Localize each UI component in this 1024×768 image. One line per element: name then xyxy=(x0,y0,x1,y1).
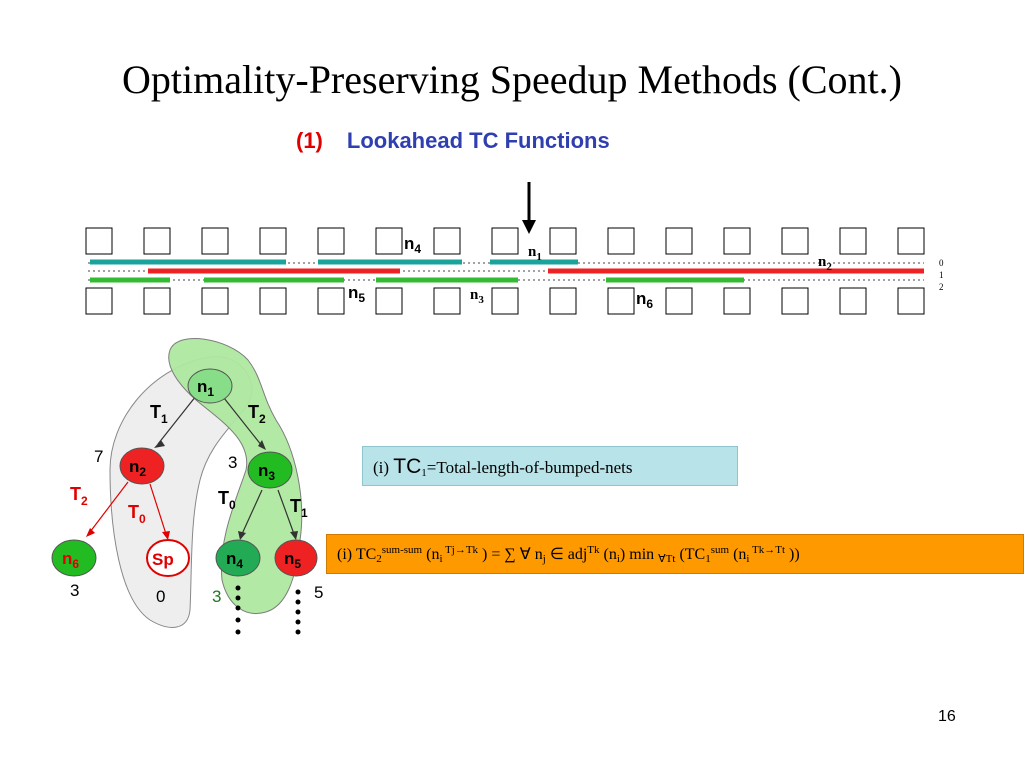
cost-n4: 3 xyxy=(212,587,221,606)
pin-box xyxy=(85,287,113,315)
pointer-arrow-head xyxy=(522,220,536,234)
node-sp xyxy=(146,539,190,577)
continuation-dots-n5 xyxy=(295,589,301,635)
edge-n2-n6 xyxy=(89,481,129,533)
edge-n3-n4-arrow xyxy=(238,531,246,540)
pin-box xyxy=(317,287,345,315)
pin-box xyxy=(665,227,693,255)
node-n3 xyxy=(247,451,293,489)
pin-box xyxy=(491,287,519,315)
edge-n2-sp xyxy=(149,483,167,535)
channel-diagram: n4 n1 n2 n5 n3 n6 0 1 2 xyxy=(85,182,944,315)
edge-label-T0-n3: T0 xyxy=(218,488,236,512)
page-number: 16 xyxy=(938,708,956,725)
edge-n1-n2 xyxy=(157,395,197,445)
edge-n1-n3-arrow xyxy=(258,440,266,450)
pin-box xyxy=(897,287,925,315)
pin-box xyxy=(549,287,577,315)
net-label-n4: n4 xyxy=(404,234,421,256)
pin-box xyxy=(259,227,287,255)
green-region xyxy=(168,338,303,614)
node-n2 xyxy=(119,447,165,485)
subtitle-text: Lookahead TC Functions xyxy=(346,128,610,153)
track-label-0: 0 xyxy=(939,258,944,268)
node-n4 xyxy=(215,539,261,577)
net-label-n6: n6 xyxy=(636,289,653,311)
node-n5 xyxy=(274,539,318,577)
node-n1 xyxy=(187,368,233,404)
track-label-1: 1 xyxy=(939,270,944,280)
pin-box xyxy=(607,287,635,315)
pin-box xyxy=(723,287,751,315)
edge-n2-n6-arrow xyxy=(86,528,95,537)
pin-box xyxy=(433,227,461,255)
pin-box xyxy=(201,287,229,315)
node-sp-label: Sp xyxy=(152,550,174,569)
edge-n2-sp-arrow xyxy=(162,531,170,540)
cost-sp: 0 xyxy=(156,587,165,606)
pin-box xyxy=(781,287,809,315)
pin-box xyxy=(433,287,461,315)
pin-box xyxy=(491,227,519,255)
cost-n5: 5 xyxy=(314,583,323,602)
bottom-pin-row xyxy=(85,287,925,315)
edge-n3-n5-arrow xyxy=(290,531,298,540)
pin-box xyxy=(143,227,171,255)
node-n6 xyxy=(51,539,97,577)
pin-box xyxy=(259,287,287,315)
top-pin-row xyxy=(85,227,925,255)
subtitle-number: (1) xyxy=(296,128,323,153)
formula-tc2-box: (i) TC2sum-sum (ni Tj→Tk ) = ∑ ∀ nj ∈ ad… xyxy=(326,534,1024,574)
track-label-2: 2 xyxy=(939,282,944,292)
pin-box xyxy=(781,227,809,255)
edge-label-T2-n2: T2 xyxy=(70,484,88,508)
pin-box xyxy=(607,227,635,255)
slide-title: Optimality-Preserving Speedup Methods (C… xyxy=(122,57,902,102)
cost-n2: 7 xyxy=(94,447,103,466)
net-label-n3: n3 xyxy=(470,287,484,306)
pin-box xyxy=(85,227,113,255)
pin-box xyxy=(839,287,867,315)
pin-box xyxy=(317,227,345,255)
edge-n1-n3 xyxy=(223,397,263,447)
edge-n3-n5 xyxy=(277,489,295,535)
cost-n6: 3 xyxy=(70,581,79,600)
pin-box xyxy=(375,287,403,315)
pin-box xyxy=(897,227,925,255)
cost-n3: 3 xyxy=(228,453,237,472)
edge-n1-n2-arrow xyxy=(154,440,165,448)
pin-box xyxy=(375,227,403,255)
pin-box xyxy=(201,227,229,255)
formula-tc1-box: (i) TC1=Total-length-of-bumped-nets xyxy=(362,446,738,486)
pin-box xyxy=(723,227,751,255)
edge-n3-n4 xyxy=(241,489,263,535)
net-label-n5: n5 xyxy=(348,283,365,305)
pin-box xyxy=(549,227,577,255)
pin-box xyxy=(143,287,171,315)
slide-subtitle: (1) Lookahead TC Functions xyxy=(296,128,610,154)
pin-box xyxy=(665,287,693,315)
continuation-dots-n4 xyxy=(235,585,241,635)
search-tree: n1 n2 n3 n6 Sp n4 n5 T1 T2 T2 T0 T0 T1 7… xyxy=(51,338,323,635)
pin-box xyxy=(839,227,867,255)
